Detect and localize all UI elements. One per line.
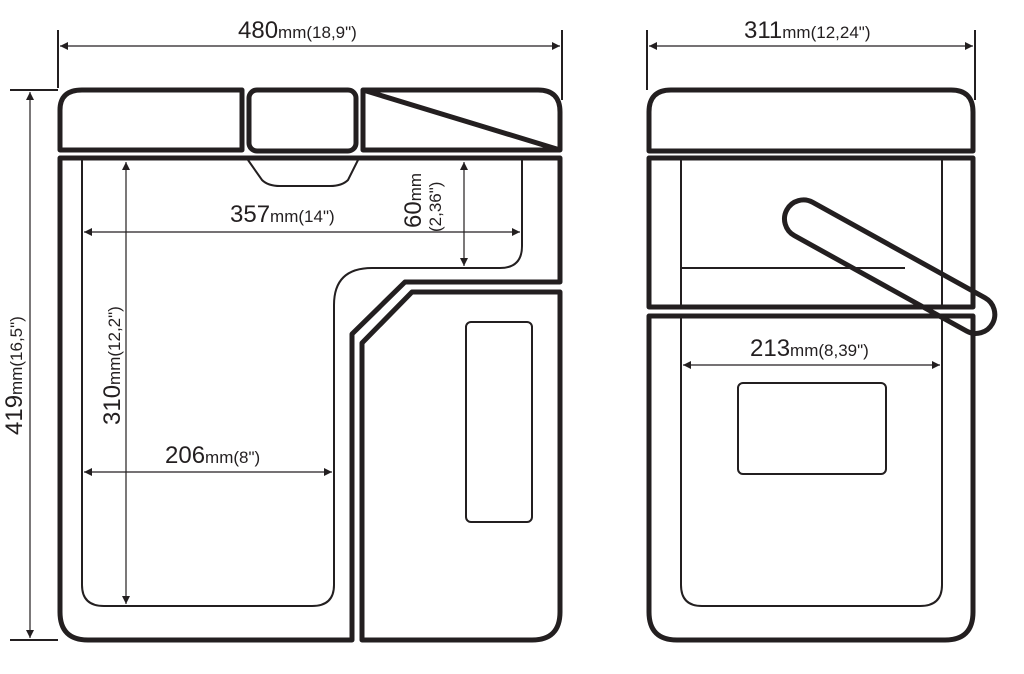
lid-left [57,87,245,153]
side-lid [646,87,976,154]
width-label: 480mm(18,9") [238,17,357,44]
side-view: 311mm(12,24") 213mm(8,39") [646,17,998,643]
side-window [737,382,887,475]
side-width-label: 213mm(8,39") [750,335,869,362]
side-inner-outline [680,160,943,607]
lid-handle [246,87,359,154]
step-height-label: 60mm [400,173,427,228]
inner-height-label: 310mm(12,2") [99,306,126,425]
side-body-upper [646,155,976,310]
front-view: 480mm(18,9") 419mm(16,5") 310mm(12,2") 3… [1,17,563,643]
step-height-inch-label: (2,36") [426,182,445,232]
body-left [57,155,563,643]
door [359,289,563,643]
height-label: 419mm(16,5") [1,316,28,435]
door-window [465,321,533,523]
depth-label: 311mm(12,24") [744,17,871,44]
side-body-lower [646,313,976,643]
lower-width-label: 206mm(8") [165,442,260,469]
body-inner [81,160,523,607]
lid-right [360,87,563,153]
carry-handle [781,197,998,336]
inner-width-label: 357mm(14") [230,201,335,228]
handle-recess [247,159,359,187]
